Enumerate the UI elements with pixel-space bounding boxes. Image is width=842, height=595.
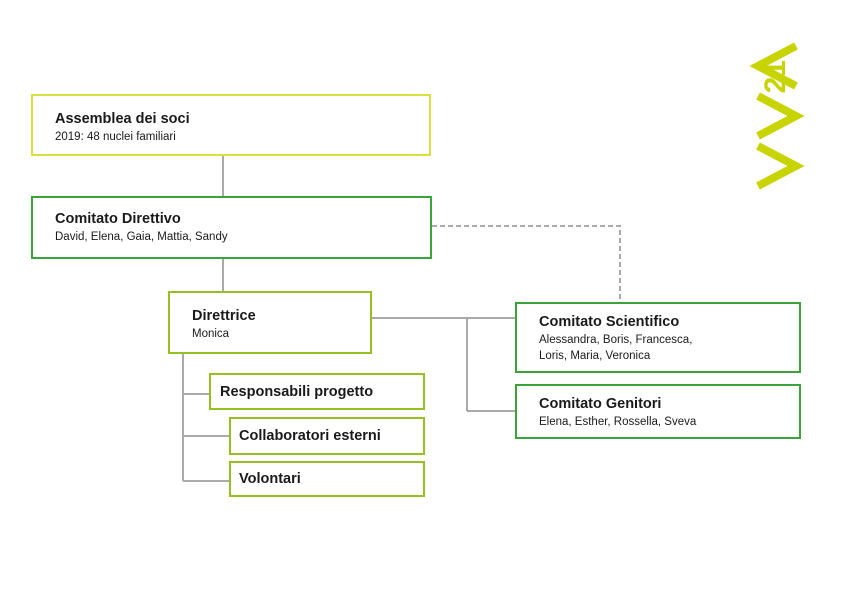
connector-direttivo-scientifico-dashed (432, 225, 621, 302)
direttivo-box: Comitato Direttivo David, Elena, Gaia, M… (31, 196, 432, 259)
avv21-logo: 21 (749, 42, 805, 190)
scientifico-members-line1: Alessandra, Boris, Francesca, (539, 334, 693, 346)
collaboratori-box: Collaboratori esterni (229, 417, 425, 455)
collaboratori-label: Collaboratori esterni (239, 428, 381, 444)
genitori-title: Comitato Genitori (539, 396, 662, 412)
responsabili-box: Responsabili progetto (209, 373, 425, 410)
direttivo-members: David, Elena, Gaia, Mattia, Sandy (55, 231, 228, 243)
scientifico-members-line2: Loris, Maria, Veronica (539, 350, 651, 362)
direttivo-title: Comitato Direttivo (55, 211, 181, 227)
scientifico-box: Comitato Scientifico Alessandra, Boris, … (515, 302, 801, 373)
volontari-box: Volontari (229, 461, 425, 497)
direttrice-title: Direttrice (192, 308, 256, 324)
genitori-members: Elena, Esther, Rossella, Sveva (539, 416, 697, 428)
responsabili-label: Responsabili progetto (220, 383, 374, 400)
genitori-box: Comitato Genitori Elena, Esther, Rossell… (515, 384, 801, 439)
assemblea-box: Assemblea dei soci 2019: 48 nuclei famil… (31, 94, 431, 156)
volontari-label: Volontari (239, 471, 301, 487)
direttrice-name: Monica (192, 328, 230, 340)
scientifico-title: Comitato Scientifico (539, 314, 680, 330)
svg-text:21: 21 (759, 60, 792, 93)
direttrice-box: Direttrice Monica (168, 291, 372, 354)
assemblea-subtitle: 2019: 48 nuclei familiari (55, 131, 176, 143)
assemblea-title: Assemblea dei soci (55, 111, 190, 127)
